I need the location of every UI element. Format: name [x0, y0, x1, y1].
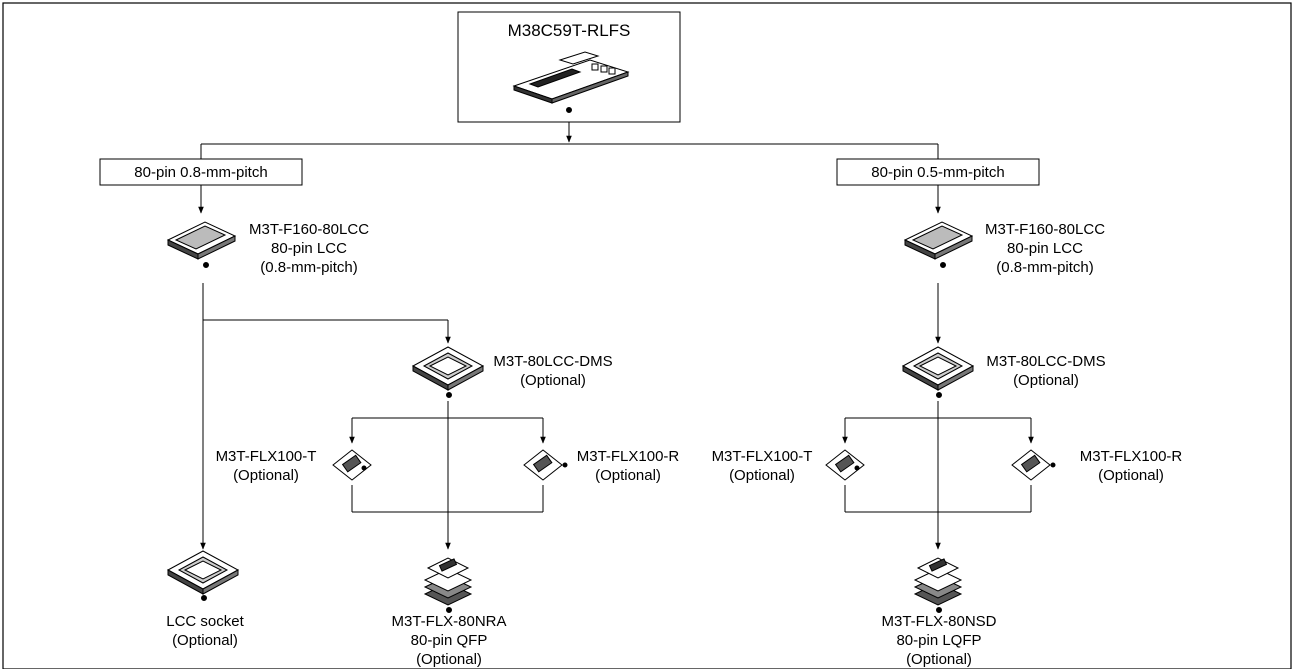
- left-pitch-label: 80-pin 0.8-mm-pitch: [134, 164, 268, 181]
- left-pitch-box: [99, 158, 303, 186]
- right-final-label: M3T-FLX-80NSD 80-pin LQFP (Optional): [881, 612, 996, 669]
- right-flx-t-icon: [825, 449, 865, 481]
- right-converter-type: 80-pin LCC: [1007, 240, 1083, 257]
- lcc-socket-optional: (Optional): [172, 632, 238, 649]
- left-flx-t-name: M3T-FLX100-T: [215, 448, 317, 465]
- left-final-name: M3T-FLX-80NRA: [391, 613, 507, 630]
- left-flx-r-optional: (Optional): [595, 467, 661, 484]
- left-converter-label: M3T-F160-80LCC 80-pin LCC (0.8-mm-pitch): [249, 220, 369, 277]
- right-flx-r-name: M3T-FLX100-R: [1079, 448, 1183, 465]
- lcc-socket-icon: [166, 550, 240, 601]
- right-final-name: M3T-FLX-80NSD: [881, 613, 997, 630]
- left-flx-r-name: M3T-FLX100-R: [576, 448, 680, 465]
- right-final-optional: (Optional): [906, 651, 972, 668]
- right-converter-name: M3T-F160-80LCC: [984, 221, 1106, 238]
- right-converter-label: M3T-F160-80LCC 80-pin LCC (0.8-mm-pitch): [985, 220, 1105, 277]
- right-dms-optional: (Optional): [1013, 372, 1079, 389]
- right-flx-t-optional: (Optional): [729, 467, 795, 484]
- left-dms-optional: (Optional): [520, 372, 586, 389]
- right-flx-r-optional: (Optional): [1098, 467, 1164, 484]
- left-dms-label: M3T-80LCC-DMS (Optional): [493, 352, 612, 390]
- right-flx-t-label: M3T-FLX100-T (Optional): [712, 447, 813, 485]
- left-final-label: M3T-FLX-80NRA 80-pin QFP (Optional): [391, 612, 506, 669]
- right-flx-80nsd-icon: [913, 557, 963, 613]
- left-converter-board-icon: [166, 221, 237, 268]
- left-converter-name: M3T-F160-80LCC: [248, 221, 370, 238]
- left-converter-pitch: (0.8-mm-pitch): [260, 259, 358, 276]
- right-final-package: 80-pin LQFP: [896, 632, 982, 649]
- left-flx-80nra-icon: [423, 557, 473, 613]
- left-converter-type: 80-pin LCC: [271, 240, 347, 257]
- right-converter-board-icon: [903, 221, 974, 268]
- right-flx-t-name: M3T-FLX100-T: [711, 448, 813, 465]
- right-flx-r-icon: [1011, 449, 1056, 481]
- root-title: M38C59T-RLFS: [507, 21, 631, 40]
- left-dms-socket-icon: [411, 346, 485, 398]
- right-pitch-box: [836, 158, 1040, 186]
- right-dms-label: M3T-80LCC-DMS (Optional): [986, 352, 1105, 390]
- right-converter-pitch: (0.8-mm-pitch): [996, 259, 1094, 276]
- emulation-probe-board-icon: [512, 51, 630, 113]
- right-dms-name: M3T-80LCC-DMS: [986, 353, 1106, 370]
- lcc-socket-label: LCC socket (Optional): [166, 612, 244, 650]
- left-flx-t-label: M3T-FLX100-T (Optional): [216, 447, 317, 485]
- right-pitch-label: 80-pin 0.5-mm-pitch: [871, 164, 1005, 181]
- left-flx-t-icon: [332, 449, 372, 481]
- left-flx-r-label: M3T-FLX100-R (Optional): [577, 447, 680, 485]
- right-dms-socket-icon: [901, 346, 975, 398]
- left-final-package: 80-pin QFP: [410, 632, 488, 649]
- left-flx-r-icon: [523, 449, 568, 481]
- left-final-optional: (Optional): [416, 651, 482, 668]
- lcc-socket-name: LCC socket: [166, 613, 244, 630]
- right-flx-r-label: M3T-FLX100-R (Optional): [1080, 447, 1183, 485]
- left-flx-t-optional: (Optional): [233, 467, 299, 484]
- left-dms-name: M3T-80LCC-DMS: [493, 353, 613, 370]
